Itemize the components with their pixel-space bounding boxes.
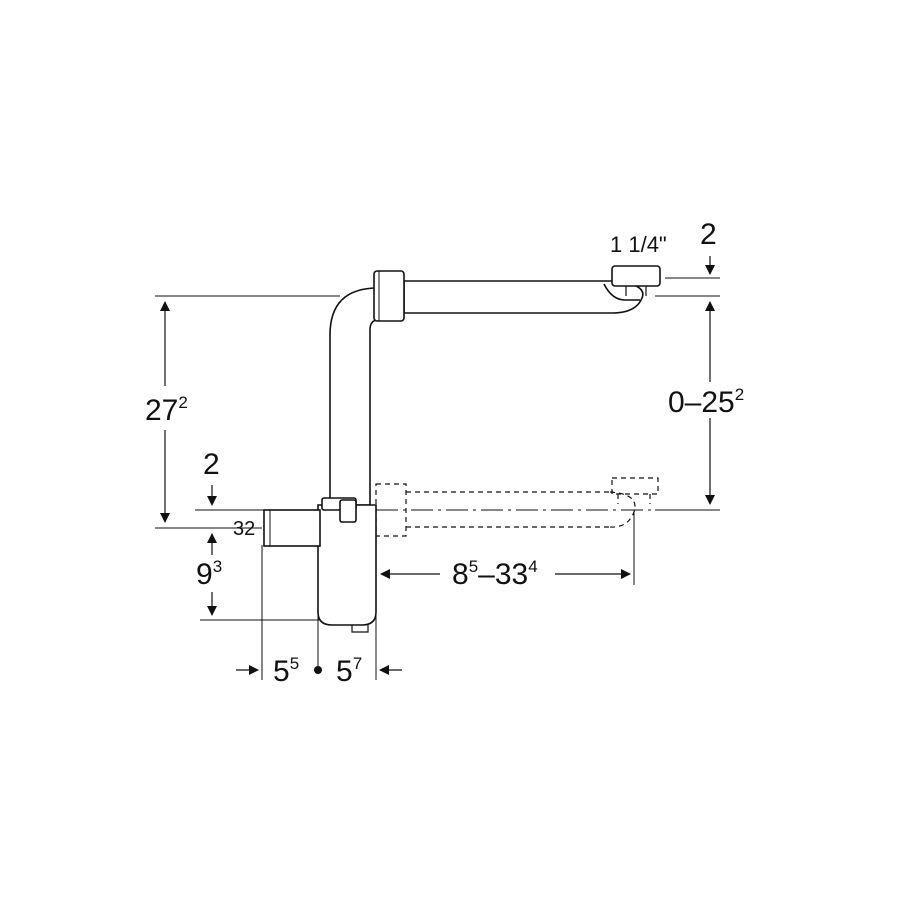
height-main-label: 272 (145, 393, 188, 427)
outlet-diameter-label: 32 (233, 518, 255, 540)
trap-body (317, 504, 377, 626)
horizontal-pipe (403, 280, 644, 314)
dimension-arrows (160, 256, 715, 675)
extension-lines (155, 277, 720, 680)
top-offset-label: 2 (700, 218, 717, 251)
center-dot (314, 666, 322, 674)
inlet-offset-label: 2 (203, 448, 220, 481)
siphon-assembly (263, 265, 661, 633)
right-width-label: 57 (336, 654, 362, 688)
dashed-alt-position (375, 477, 659, 537)
vertical-pipe (329, 287, 379, 506)
elbow-sleeve (373, 270, 405, 322)
outlet-bend (603, 283, 640, 301)
side-outlet (263, 509, 321, 547)
left-width-label: 55 (273, 654, 299, 688)
pipe-size-label: 1 1/4" (610, 232, 667, 257)
inlet-connector (611, 265, 661, 287)
height-adjust-label: 0–252 (668, 385, 744, 419)
outlet-height-label: 93 (196, 557, 222, 591)
trap-nut (339, 499, 357, 523)
length-range-label: 85–334 (452, 557, 538, 591)
